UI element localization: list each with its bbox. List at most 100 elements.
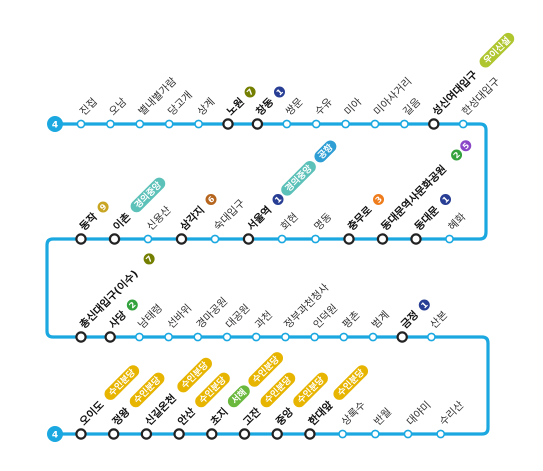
station-label: 대공원 [224, 302, 253, 331]
station-marker[interactable] [106, 119, 115, 129]
station-marker[interactable] [107, 428, 120, 440]
station-marker[interactable] [271, 428, 283, 440]
station-marker[interactable] [76, 119, 86, 129]
station-label: 창동 [253, 95, 276, 118]
station-남태령[interactable]: 남태령 [134, 302, 165, 342]
station-marker[interactable] [410, 233, 422, 245]
station-marker[interactable] [403, 429, 413, 439]
station-marker[interactable] [280, 332, 290, 342]
station-숙대입구[interactable]: 숙대입구 [210, 196, 248, 244]
station-대공원[interactable]: 대공원 [222, 302, 253, 342]
station-선바위[interactable]: 선바위 [164, 301, 195, 342]
station-marker[interactable] [304, 428, 316, 440]
line-4-badge-start: 4 [47, 116, 63, 132]
station-marker[interactable] [370, 429, 380, 439]
station-marker[interactable] [108, 233, 121, 245]
station-marker[interactable] [251, 332, 261, 342]
station-label: 대야미 [404, 398, 434, 428]
station-상록수[interactable]: 상록수 [338, 399, 368, 439]
station-marker[interactable] [341, 119, 350, 129]
station-금정[interactable]: 금정1 [396, 297, 432, 343]
station-marker[interactable] [339, 332, 349, 342]
station-label: 오이도 [77, 398, 107, 428]
station-label: 명동 [312, 211, 334, 233]
station-marker[interactable] [135, 119, 145, 129]
svg-text:수인분당: 수인분당 [179, 359, 211, 391]
station-marker[interactable] [210, 234, 220, 244]
svg-text:수인분당: 수인분당 [197, 373, 229, 405]
station-label: 동대문 [412, 203, 442, 233]
station-label: 선바위 [165, 301, 195, 331]
svg-text:경의중앙: 경의중앙 [283, 162, 315, 194]
line-badge-number: 1 [273, 86, 286, 98]
station-marker[interactable] [75, 233, 87, 245]
station-marker[interactable] [370, 119, 380, 129]
station-marker[interactable] [75, 428, 87, 440]
station-marker[interactable] [173, 428, 185, 440]
station-marker[interactable] [75, 331, 87, 343]
station-marker[interactable] [164, 119, 174, 129]
svg-text:7: 7 [245, 87, 255, 97]
station-marker[interactable] [396, 331, 408, 343]
svg-text:수인분당: 수인분당 [106, 366, 138, 398]
station-label: 산본 [428, 309, 450, 331]
station-marker[interactable] [311, 119, 321, 129]
station-marker[interactable] [338, 429, 347, 439]
line-badge-pill: 공항 [314, 140, 337, 163]
station-marker[interactable] [238, 428, 251, 440]
svg-text:수인분당: 수인분당 [250, 353, 282, 385]
station-marker[interactable] [310, 332, 319, 342]
station-marker[interactable] [399, 119, 409, 129]
station-marker[interactable] [311, 234, 320, 244]
station-marker[interactable] [194, 119, 203, 129]
station-label: 수유 [313, 96, 335, 118]
svg-text:1: 1 [275, 87, 286, 98]
station-신용산[interactable]: 신용산 [143, 204, 174, 244]
svg-text:4: 4 [52, 121, 58, 131]
station-인덕원[interactable]: 인덕원 [310, 302, 340, 342]
svg-text:우이신설: 우이신설 [481, 34, 513, 66]
station-marker[interactable] [140, 428, 153, 440]
line-badge-pill: 경의중앙 [281, 161, 316, 196]
station-label: 정왕 [110, 405, 133, 428]
svg-text:수인분당: 수인분당 [295, 373, 327, 405]
station-동작[interactable]: 동작9 [75, 199, 110, 245]
svg-text:2: 2 [127, 300, 137, 310]
station-수리산[interactable]: 수리산 [436, 399, 467, 439]
station-당고개[interactable]: 당고개 [164, 89, 195, 129]
station-marker[interactable] [104, 331, 116, 343]
line-badge-number: 3 [373, 194, 385, 206]
station-marker[interactable] [426, 332, 436, 342]
station-marker[interactable] [193, 332, 203, 342]
station-별내별가람[interactable]: 별내별가람 [135, 75, 180, 129]
station-marker[interactable] [242, 233, 255, 245]
svg-text:1: 1 [419, 300, 430, 311]
station-marker[interactable] [368, 332, 378, 342]
station-marker[interactable] [428, 118, 440, 130]
svg-text:1: 1 [273, 194, 284, 205]
station-marker[interactable] [143, 234, 153, 244]
station-marker[interactable] [445, 234, 454, 244]
station-marker[interactable] [458, 119, 468, 129]
svg-text:수인분당: 수인분당 [335, 366, 367, 398]
station-marker[interactable] [282, 119, 292, 129]
line-badge-number: 2 [126, 299, 138, 311]
line-badge-pill: 우이신설 [479, 32, 515, 68]
station-marker[interactable] [277, 234, 287, 244]
station-marker[interactable] [376, 233, 389, 245]
station-marker[interactable] [436, 429, 446, 439]
station-marker[interactable] [222, 118, 234, 130]
station-marker[interactable] [343, 233, 355, 245]
station-label: 인덕원 [311, 302, 340, 331]
station-marker[interactable] [222, 332, 232, 342]
station-창동[interactable]: 창동1 [251, 84, 287, 130]
station-marker[interactable] [206, 428, 218, 440]
station-marker[interactable] [134, 332, 144, 342]
station-marker[interactable] [175, 233, 188, 245]
station-label: 한대앞 [306, 398, 336, 428]
station-marker[interactable] [251, 118, 264, 130]
station-대야미[interactable]: 대야미 [403, 398, 434, 439]
line-badge-pill: 수인분당 [333, 365, 369, 400]
station-marker[interactable] [164, 332, 173, 342]
